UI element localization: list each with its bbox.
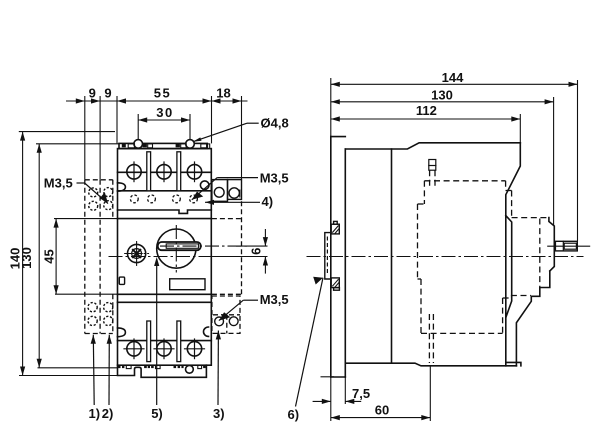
svg-text:4): 4) bbox=[262, 194, 274, 209]
svg-text:Ø4,8: Ø4,8 bbox=[261, 116, 289, 131]
svg-text:9: 9 bbox=[89, 86, 96, 101]
svg-text:144: 144 bbox=[442, 70, 464, 85]
svg-text:60: 60 bbox=[375, 403, 389, 418]
svg-text:2): 2) bbox=[102, 406, 114, 421]
svg-text:18: 18 bbox=[216, 86, 230, 101]
svg-text:130: 130 bbox=[19, 247, 34, 269]
svg-text:55: 55 bbox=[154, 86, 171, 101]
svg-text:30: 30 bbox=[156, 105, 173, 120]
svg-text:M3,5: M3,5 bbox=[260, 292, 289, 307]
svg-text:9: 9 bbox=[104, 86, 111, 101]
svg-text:6: 6 bbox=[249, 248, 264, 255]
svg-text:7,5: 7,5 bbox=[352, 386, 370, 401]
svg-text:3): 3) bbox=[213, 406, 225, 421]
svg-text:45: 45 bbox=[42, 249, 57, 263]
svg-text:5): 5) bbox=[151, 406, 163, 421]
svg-text:1): 1) bbox=[89, 406, 101, 421]
svg-text:130: 130 bbox=[431, 87, 453, 102]
svg-text:M3,5: M3,5 bbox=[260, 170, 289, 185]
svg-text:6): 6) bbox=[288, 407, 300, 422]
svg-text:M3,5: M3,5 bbox=[44, 176, 73, 191]
svg-text:112: 112 bbox=[416, 103, 437, 118]
